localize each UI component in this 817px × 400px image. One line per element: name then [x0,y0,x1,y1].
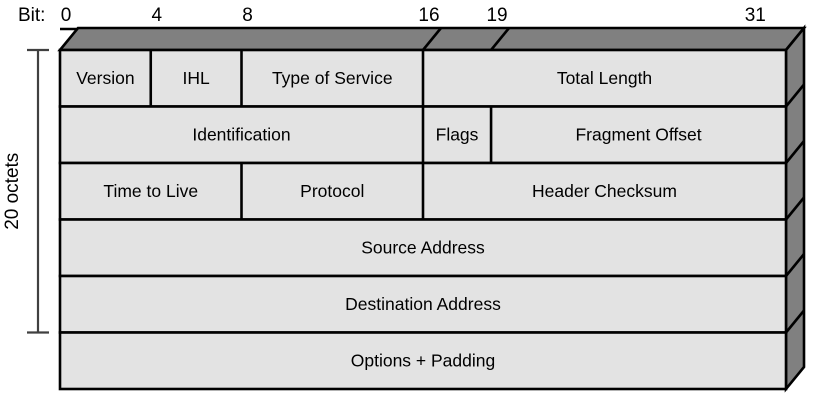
bit-tick-label-group: 0 4 8 16 19 31 [61,5,766,26]
field-label-header-checksum: Header Checksum [532,181,677,201]
bit-tick-label-19: 19 [486,5,507,26]
top-face-dividers [421,27,511,51]
side-face-divider-3 [784,196,806,221]
bit-tick-label-16: 16 [418,5,439,26]
header-row: Destination Address [58,274,788,334]
header-row: Version IHL Type of Service Total Length [58,48,788,108]
octet-bracket: 20 octets [2,48,49,334]
header-row: Identification Flags Fragment Offset [58,105,788,165]
field-label-options-plus-padding: Options + Padding [351,350,495,370]
field-label-destination-address: Destination Address [345,294,501,314]
bit-ruler: Bit: 0 4 8 16 19 31 [18,5,804,31]
field-label-time-to-live: Time to Live [103,181,198,201]
field-label-identification: Identification [192,124,290,144]
octet-bracket-label: 20 octets [2,153,23,230]
row-background [58,218,788,278]
field-label-source-address: Source Address [361,237,485,257]
bit-tick-label-4: 4 [151,5,162,26]
field-label-total-length: Total Length [557,68,652,88]
field-label-type-of-service: Type of Service [272,68,393,88]
side-face-divider-4 [784,253,806,277]
header-rows: Version IHL Type of Service Total LengthIde… [58,48,788,391]
bracket-lines [27,48,49,334]
side-face-divider-1 [784,83,806,108]
side-face-dividers [784,83,806,334]
top-face-divider-bit-19 [490,27,511,51]
bit-ruler-title: Bit: [18,5,45,26]
field-label-fragment-offset: Fragment Offset [575,124,701,144]
header-row: Time to Live Protocol Header Checksum [58,161,788,221]
side-face-divider-2 [784,140,806,164]
field-label-ihl: IHL [183,68,211,88]
bit-tick-label-0: 0 [61,5,72,26]
field-label-protocol: Protocol [300,181,364,201]
header-box-3d [57,24,807,393]
field-label-version: Version [76,68,134,88]
bit-tick-label-31: 31 [745,5,766,26]
side-face-divider-5 [784,309,806,334]
header-row: Options + Padding [58,331,788,391]
row-background [58,331,788,391]
header-row: Source Address [58,218,788,278]
top-face-divider-bit-16 [421,27,443,51]
field-label-flags: Flags [436,124,479,144]
bit-tick-label-8: 8 [242,5,253,26]
